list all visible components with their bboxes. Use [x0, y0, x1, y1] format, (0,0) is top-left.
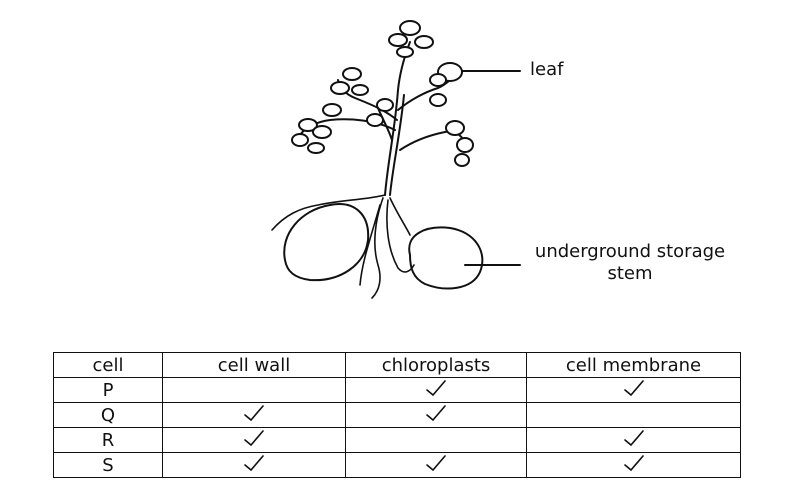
table-row: P — [53, 377, 741, 403]
cell-chloroplasts-mark — [345, 427, 527, 453]
cell-name: P — [53, 377, 163, 403]
tick-icon — [623, 429, 645, 452]
table-row: S — [53, 452, 741, 478]
leaf-label: leaf — [530, 59, 564, 80]
leaflets — [291, 20, 474, 167]
cell-name: S — [53, 452, 163, 478]
stem-label-line2: stem — [607, 263, 653, 284]
cell-cell-wall-mark — [162, 377, 346, 403]
cell-name: Q — [53, 402, 163, 428]
cell-name: R — [53, 427, 163, 453]
cell-cell-wall-mark — [162, 452, 346, 478]
cell-cell-wall-mark — [162, 427, 346, 453]
tick-icon — [243, 404, 265, 427]
header-chloroplasts: chloroplasts — [345, 352, 527, 378]
cell-chloroplasts-mark — [345, 377, 527, 403]
tick-icon — [243, 429, 265, 452]
cell-cell-wall-mark — [162, 402, 346, 428]
cell-cell-membrane-mark — [526, 377, 741, 403]
tubers — [283, 203, 484, 290]
stem-label-line1: underground storage — [534, 241, 726, 262]
cell-cell-membrane-mark — [526, 402, 741, 428]
tick-icon — [623, 379, 645, 402]
header-cell: cell — [53, 352, 163, 378]
tick-icon — [425, 379, 447, 402]
cell-cell-membrane-mark — [526, 452, 741, 478]
table-row: R — [53, 427, 741, 453]
cell-features-table: cell cell wall chloroplasts cell membran… — [53, 352, 741, 478]
roots — [271, 194, 415, 299]
tick-icon — [623, 454, 645, 477]
table-header-row: cell cell wall chloroplasts cell membran… — [53, 352, 741, 378]
cell-cell-membrane-mark — [526, 427, 741, 453]
underground-storage-stem-label: underground storage stem — [530, 241, 730, 285]
header-cell-wall: cell wall — [162, 352, 346, 378]
header-cell-membrane: cell membrane — [526, 352, 741, 378]
tick-icon — [425, 454, 447, 477]
potato-plant-diagram — [271, 20, 521, 299]
table-row: Q — [53, 402, 741, 428]
tick-icon — [243, 454, 265, 477]
tick-icon — [425, 404, 447, 427]
cell-chloroplasts-mark — [345, 452, 527, 478]
cell-chloroplasts-mark — [345, 402, 527, 428]
